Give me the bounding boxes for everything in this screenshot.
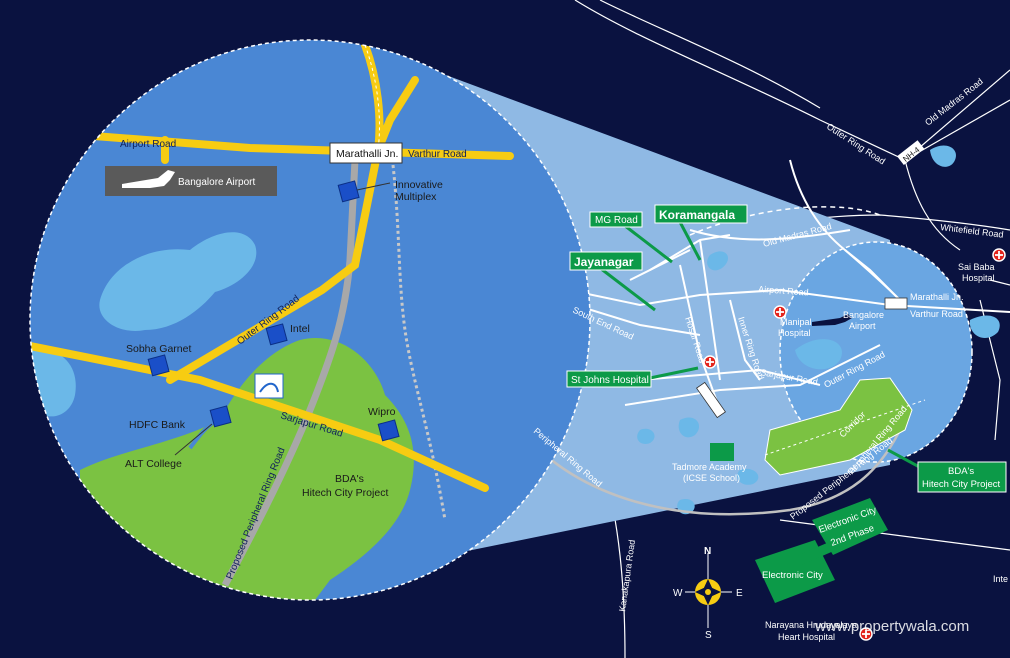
overview-marathalli-sign <box>884 297 908 310</box>
manipal-label-2: Hospital <box>778 328 811 338</box>
zoom-circle-border <box>29 39 591 601</box>
innovative-label-2: Multiplex <box>395 191 437 203</box>
overview-bangalore-label: Bangalore <box>843 310 884 320</box>
sai-baba-label-1: Sai Baba <box>958 262 995 272</box>
manipal-label-1: Manipal <box>780 317 812 327</box>
marathalli-jn-label: Marathalli Jn. <box>336 148 398 160</box>
jayanagar-label: Jayanagar <box>574 255 634 269</box>
electronic-city-label: Electronic City <box>762 570 823 581</box>
compass-e: E <box>736 588 743 599</box>
bangalore-airport-box <box>105 166 277 196</box>
sai-baba-label-2: Hospital <box>962 273 995 283</box>
overview-callouts <box>599 220 926 472</box>
bangalore-airport-label: Bangalore Airport <box>178 177 255 188</box>
tadmore-label-1: Tadmore Academy <box>672 462 747 472</box>
zoom-airport-road-label: Airport Road <box>120 139 176 150</box>
zoom-main-north-road <box>166 41 384 384</box>
overview-airport-label: Airport <box>849 321 876 331</box>
sobha-marker <box>147 354 170 377</box>
sobha-garnet-label: Sobha Garnet <box>126 343 191 355</box>
compass-w: W <box>673 588 683 599</box>
overview-peripheral-ring <box>519 429 902 516</box>
overview-bda-label-1: BDA's <box>948 466 974 477</box>
overview-airport-road-label: Airport Road <box>758 284 809 298</box>
zoom-peripheral-ring-road <box>221 159 359 587</box>
outer-ring-road-top-label: Outer Ring Road <box>825 121 887 166</box>
innovative-label-1: Innovative <box>395 179 443 191</box>
innovative-marker <box>337 180 360 203</box>
electronic-city-2nd-phase-zone <box>812 498 888 555</box>
hdfc-bank-label: HDFC Bank <box>129 419 186 431</box>
compass-n: N <box>704 546 711 557</box>
overview-varthur-label: Varthur Road <box>910 309 963 319</box>
inte-label: Inte <box>993 574 1008 584</box>
zoom-bda-label-2: Hitech City Project <box>302 487 388 499</box>
wipro-marker <box>377 419 400 442</box>
mg-road-label: MG Road <box>595 215 638 226</box>
marathalli-sign <box>329 142 403 164</box>
overview-marathalli-label: Marathalli Jn. <box>910 292 964 302</box>
compass-s: S <box>705 630 712 641</box>
zoom-airport-road <box>51 129 514 160</box>
compass-rose <box>685 553 732 628</box>
overview-airplane-icon <box>812 314 852 326</box>
zoom-varthur-road-label: Varthur Road <box>408 149 467 160</box>
intel-label: Intel <box>290 323 310 335</box>
airplane-icon <box>122 170 175 188</box>
narayana-label-1: Narayana Hrudayalaya <box>765 620 857 630</box>
tadmore-marker <box>710 443 734 461</box>
st-johns-label: St Johns Hospital <box>571 375 649 386</box>
project-logo <box>254 373 284 399</box>
narayana-label-2: Heart Hospital <box>778 632 835 642</box>
koramangala-label: Koramangala <box>659 208 735 222</box>
overview-bda-label-2: Hitech City Project <box>922 479 1000 490</box>
watermark: www.propertywala.com <box>814 618 969 635</box>
wipro-label: Wipro <box>368 406 396 418</box>
overview-bda-zone <box>764 377 913 476</box>
alt-college-label: ALT College <box>125 458 182 470</box>
overview-roads <box>544 159 1010 411</box>
overview-lakes <box>637 145 1000 515</box>
zoom-sarjapur-road <box>30 336 489 492</box>
zoom-blue-markers <box>147 180 400 442</box>
intel-marker <box>265 323 288 346</box>
zoom-lake-large <box>99 232 257 331</box>
tadmore-label-2: (ICSE School) <box>683 473 740 483</box>
hospital-icons <box>703 248 1006 641</box>
overview-outer-ring-dashed <box>689 206 881 236</box>
hdfc-marker <box>209 405 232 428</box>
zoom-bda-label-1: BDA's <box>335 473 364 485</box>
kanakapura-road-label: Kanakapura Road <box>617 539 637 612</box>
overview-hosur-sign <box>696 381 726 419</box>
